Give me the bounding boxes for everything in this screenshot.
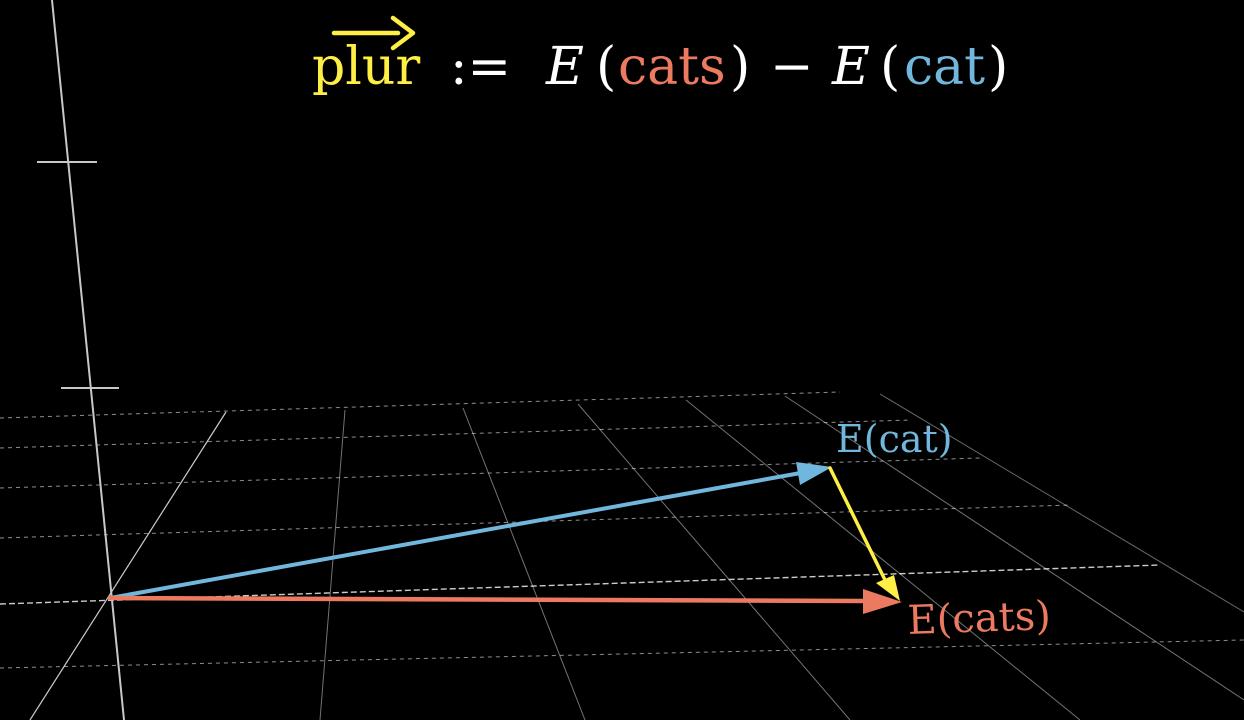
- vector-plur-shaft: [828, 466, 888, 584]
- grid-line: [0, 457, 981, 489]
- grid-line: [0, 639, 1244, 669]
- grid-line: [462, 407, 586, 720]
- label-e-cat: E(cat): [836, 417, 953, 461]
- grid-line: [319, 409, 346, 720]
- perspective-grid: [0, 391, 1244, 720]
- arg-cats: cats: [618, 37, 726, 97]
- vector-cats: [107, 589, 902, 614]
- vector-name-plur: plur: [312, 37, 420, 97]
- vector-cats-arrowhead: [863, 589, 902, 614]
- assign-operator: :=: [450, 37, 511, 97]
- grid-line: [577, 403, 851, 720]
- vector-cat-arrowhead: [796, 462, 832, 485]
- arg-cat: cat: [904, 37, 985, 97]
- open-paren-2: (: [880, 37, 900, 97]
- vector-arrow-icon: [331, 15, 416, 51]
- open-paren-1: (: [596, 37, 616, 97]
- grid-line: [685, 399, 1081, 720]
- close-paren-1: ): [730, 37, 750, 97]
- embedding-function-e2: E: [831, 37, 870, 97]
- embedding-function-e1: E: [545, 37, 584, 97]
- grid-lateral-lines: [29, 393, 1244, 720]
- equation-text: plur := E ( cats ) − E ( cat ): [312, 37, 1008, 97]
- vector-plur-arrowhead: [876, 575, 900, 601]
- vector-cats-shaft: [107, 595, 871, 604]
- vector-cat: [108, 462, 832, 600]
- z-axis-line: [51, 0, 125, 720]
- vertical-axis: [37, 0, 125, 720]
- vector-plur: [828, 466, 900, 601]
- minus-operator: −: [770, 37, 814, 97]
- close-paren-2: ): [988, 37, 1008, 97]
- label-e-cats: E(cats): [907, 593, 1052, 644]
- equation: plur := E ( cats ) − E ( cat ): [312, 15, 1008, 97]
- grid-line: [0, 504, 1071, 539]
- grid-line: [784, 395, 1244, 701]
- grid-depth-lines: [0, 391, 1244, 669]
- grid-line: [0, 419, 911, 449]
- vector-cat-shaft: [108, 470, 808, 600]
- grid-line: [879, 393, 1244, 613]
- grid-line: [0, 391, 841, 419]
- grid-line: [29, 411, 227, 720]
